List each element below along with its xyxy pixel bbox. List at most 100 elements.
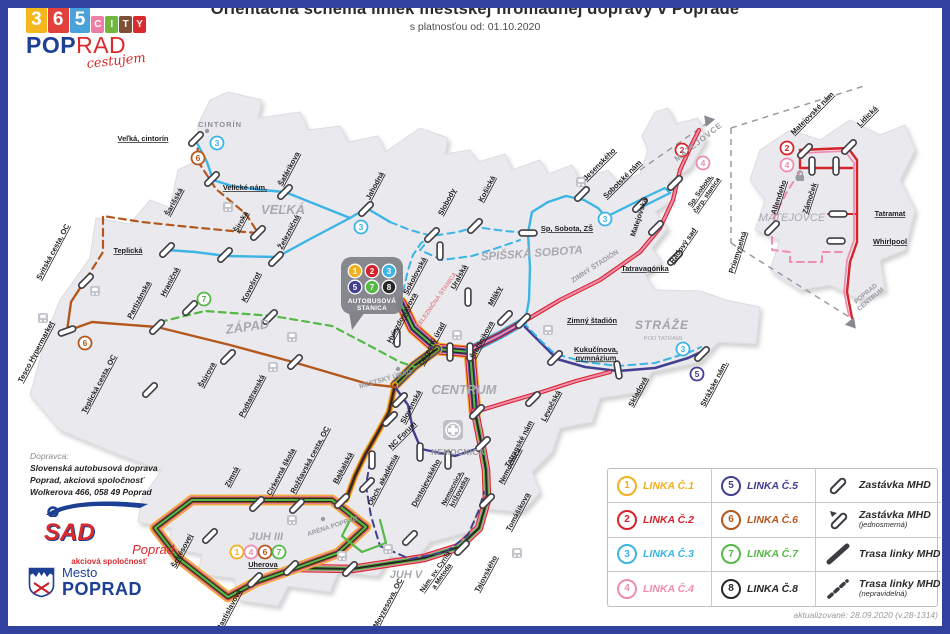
svg-text:8: 8 [387,283,392,292]
area-label: POD TATRAMI [644,336,683,342]
route-line-3 [165,216,352,259]
city-logo-mesto: Mesto [62,565,98,580]
stop-marker [201,527,219,545]
stop-marker [187,130,205,148]
operator-name: Slovenská autobusová doprava [30,462,158,473]
svg-text:4: 4 [785,160,790,170]
svg-text:5: 5 [695,369,700,379]
stop-label: Velické nám. [223,183,267,192]
line-4-map-badge-icon: 4 [779,157,795,173]
stop-marker [416,442,424,462]
sad-subtitle: akciová spoločnosť [71,556,147,566]
line-8-badge-icon: 8 [721,578,741,599]
stop-label: Zimný štadión [567,316,618,325]
stop-marker [808,156,816,176]
stop-marker [478,492,496,510]
stop-label: Sp, Sobota, ZŠ [541,224,593,233]
line-2-map-badge-icon: 2 [674,142,690,158]
route-line-4 [473,370,612,414]
mesto-poprad-logo: Mesto POPRAD [28,566,142,599]
stop-marker [613,360,623,380]
svg-text:7: 7 [277,547,282,557]
sad-city: Poprad [132,541,174,557]
legend-symbol-label: Trasa linky MHD [859,578,941,591]
stop-marker [288,497,306,515]
area-label: CENTRUM [432,382,498,397]
route-line-3-irregular [402,235,433,293]
stop-marker [368,450,376,470]
svg-text:3: 3 [359,222,364,232]
bus-shelter-icon [223,202,233,212]
area-label: JUH III [249,531,284,543]
stop-marker [248,495,266,513]
stop-marker [666,174,684,192]
route-dashed-icon [827,579,849,599]
stop-label: Lidická [855,103,880,128]
updated-timestamp: aktualizované: 28.09.2020 (v.28-1314) [793,610,938,620]
svg-text:4: 4 [249,547,254,557]
hub-line-3-badge-icon [381,263,397,279]
legend-line-label: LINKA Č.7 [747,548,798,561]
stop-marker [401,529,419,547]
hub-label: STANICA [357,305,387,312]
line-6-map-badge-icon: 6 [257,544,273,560]
route-line-3 [523,231,532,324]
svg-text:5: 5 [353,283,358,292]
route-line-3 [604,186,672,219]
line-7-map-badge-icon: 7 [271,544,287,560]
bus-shelter-icon [452,330,462,340]
stop-label: Kukučínova,gymnázium [574,345,618,362]
stop-label: Radový sad [667,226,698,266]
stop-label: Veľká, cintorín [118,134,169,143]
line-3-map-badge-icon: 3 [597,211,613,227]
line-7-map-badge-icon: 7 [196,291,212,307]
svg-text:2: 2 [785,143,790,153]
stop-marker [453,539,471,557]
inset-boundary [730,242,855,321]
stop-marker [546,349,564,367]
legend-line-label: LINKA Č.5 [747,479,798,492]
logo-pop-text: POP [26,32,77,58]
stop-marker [341,560,359,578]
landmark-dot [320,516,326,522]
area-label: VEĽKÁ [261,202,305,217]
svg-text:4: 4 [701,158,706,168]
stop-marker [832,156,840,176]
route-line-7 [330,498,388,554]
stop-label: Priemyselná [727,229,749,274]
area-label: CINTORÍN [198,120,242,129]
stop-marker [446,342,454,362]
line-3-map-badge-icon: 3 [675,341,691,357]
svg-text:6: 6 [83,338,88,348]
route-line-3 [195,141,352,220]
legend-symbol-sub: (jednosmerná) [859,520,908,530]
bus-shelter-icon [383,544,393,554]
stop-marker [514,312,532,330]
inset-boundary [639,123,707,171]
stop-marker [391,391,409,409]
stop-marker [763,219,781,237]
route-line-3-irregular [419,235,521,261]
legend-symbol-route-solid: Trasa linky MHD [816,538,941,572]
stop-marker [826,237,846,245]
stop-marker [666,249,684,267]
svg-text:1: 1 [353,267,358,276]
legend-line-label: LINKA Č.6 [747,513,798,526]
area-label: NEMOCNICA [431,448,485,457]
operator-company: Poprad, akciová spoločnosť [30,474,145,485]
bus-shelter-icon [576,177,586,187]
bus-shelter-icon [287,515,297,525]
city-silhouette [29,91,916,607]
line-2-badge-icon: 2 [617,509,637,530]
bus-shelter-icon [287,332,297,342]
area-label: JUH V [390,569,424,581]
line-1-map-badge-icon: 1 [229,544,245,560]
